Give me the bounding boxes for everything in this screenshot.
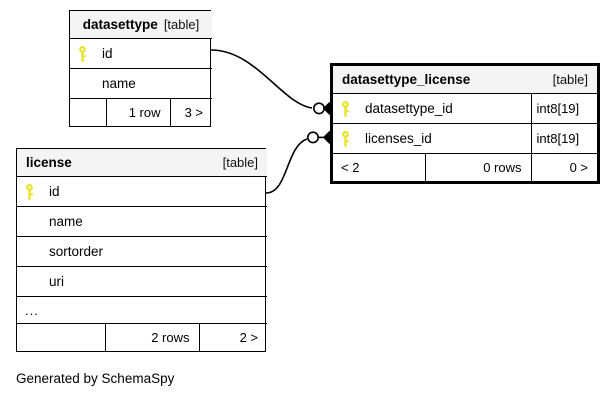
- column-name: id: [102, 45, 113, 61]
- column-row-licenses_id[interactable]: licenses_id int8[19]: [333, 123, 598, 154]
- primary-key-icon: [341, 130, 354, 147]
- generated-by-caption: Generated by SchemaSpy: [16, 371, 175, 386]
- column-row-name[interactable]: name: [70, 68, 213, 99]
- zero-cardinality-circle: [312, 102, 325, 115]
- column-name: datasettype_id: [365, 100, 453, 116]
- zero-cardinality-circle: [306, 131, 319, 144]
- table-footer-row: < 2 0 rows 0 >: [333, 153, 598, 181]
- table-type-tag: [table]: [163, 17, 200, 32]
- table-footer-row: 2 rows 2 >: [17, 323, 268, 351]
- primary-key-icon: [25, 183, 38, 200]
- table-node-license[interactable]: license [table]: [16, 148, 268, 352]
- table-header-row: datasettype_license [table]: [333, 66, 598, 94]
- table-footer-row: 1 row 3 >: [70, 98, 213, 126]
- column-row-name[interactable]: name: [17, 206, 268, 237]
- column-type: int8[19]: [530, 93, 598, 124]
- table-type-tag: [table]: [222, 155, 259, 170]
- column-row-id[interactable]: id: [70, 38, 213, 69]
- column-row-sortorder[interactable]: sortorder: [17, 236, 268, 267]
- column-name: name: [49, 213, 83, 229]
- footer-children-count[interactable]: 0 >: [530, 153, 598, 181]
- column-name: id: [49, 183, 60, 199]
- column-name: sortorder: [49, 243, 104, 259]
- footer-children-count[interactable]: 3 >: [169, 98, 213, 126]
- table-title: datasettype: [82, 16, 158, 32]
- table-node-datasettype[interactable]: datasettype [table]: [69, 10, 213, 127]
- column-name: licenses_id: [365, 130, 432, 146]
- table-grid: license [table]: [17, 149, 268, 351]
- table-title: license: [26, 154, 72, 170]
- footer-parents-count[interactable]: [17, 323, 106, 351]
- footer-parents-count[interactable]: [70, 98, 107, 126]
- relationship-license-to-datasettype_license: [265, 130, 331, 194]
- column-type: int8[19]: [530, 123, 598, 154]
- relationship-datasettype-to-datasettype_license: [210, 49, 331, 115]
- footer-row-count: 1 row: [105, 98, 171, 126]
- table-header-row: license [table]: [17, 149, 268, 177]
- column-name: uri: [49, 273, 65, 289]
- table-type-tag: [table]: [552, 72, 589, 87]
- table-node-datasettype_license[interactable]: datasettype_license [table]: [330, 63, 600, 184]
- table-grid: datasettype_license [table]: [333, 66, 598, 181]
- primary-key-icon: [341, 100, 354, 117]
- footer-parents-count[interactable]: < 2: [333, 153, 426, 181]
- table-title: datasettype_license: [342, 71, 471, 87]
- table-header-row: datasettype [table]: [70, 11, 213, 39]
- primary-key-icon: [78, 45, 91, 62]
- column-row-datasettype_id[interactable]: datasettype_id int8[19]: [333, 93, 598, 124]
- more-columns-row[interactable]: ...: [17, 296, 268, 324]
- table-grid: datasettype [table]: [70, 11, 213, 126]
- footer-children-count[interactable]: 2 >: [198, 323, 268, 351]
- column-name: name: [102, 75, 136, 91]
- footer-row-count: 2 rows: [104, 323, 200, 351]
- footer-row-count: 0 rows: [424, 153, 532, 181]
- column-row-uri[interactable]: uri: [17, 266, 268, 297]
- more-columns-ellipsis[interactable]: ...: [17, 296, 268, 324]
- column-row-id[interactable]: id: [17, 176, 268, 207]
